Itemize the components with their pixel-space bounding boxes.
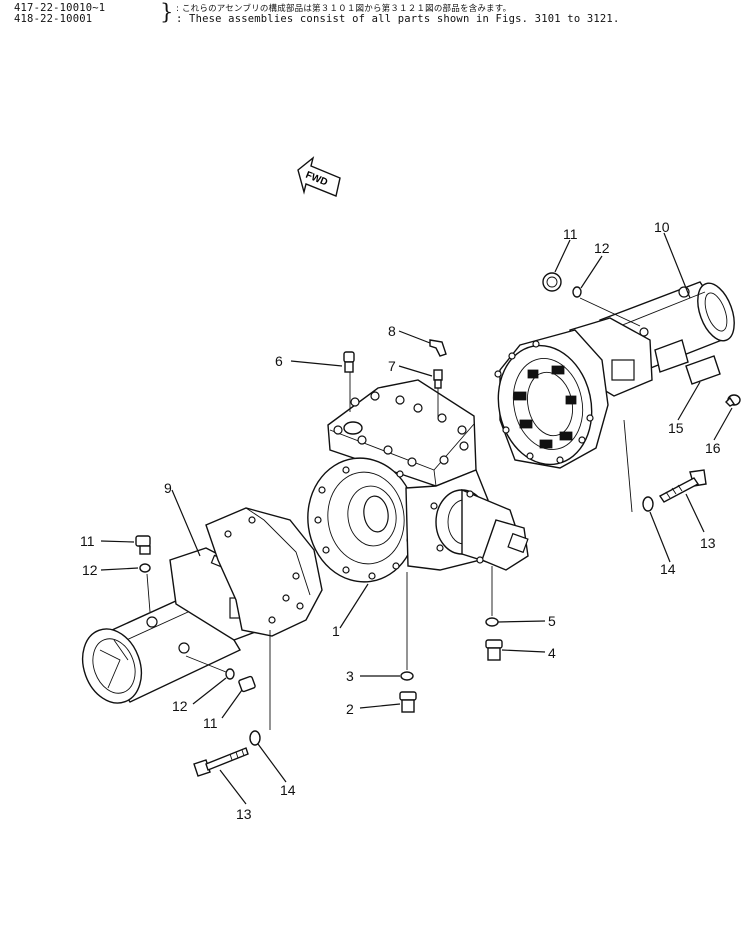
breather-6 — [343, 351, 355, 373]
o-ring-12-right — [572, 286, 582, 298]
callout-13-left: 13 — [236, 806, 252, 822]
right-axle-housing — [494, 281, 735, 469]
callout-2: 2 — [346, 701, 354, 717]
callout-11-right: 11 — [563, 226, 578, 242]
bolt-13-left — [193, 747, 249, 777]
callout-12-left-top: 12 — [82, 562, 98, 578]
callout-11-left-bottom: 11 — [203, 715, 218, 731]
callout-5: 5 — [548, 613, 556, 629]
header: 417-22-10010~1 418-22-10001 } : これらのアセンブ… — [14, 0, 734, 26]
brace-symbol: } — [160, 0, 174, 24]
callout-7: 7 — [388, 358, 396, 374]
elbow-8 — [429, 339, 447, 357]
bolt-16 — [725, 394, 741, 407]
callout-3: 3 — [346, 668, 354, 684]
callout-1: 1 — [332, 623, 340, 639]
bolt-13-right — [658, 469, 707, 503]
callout-9: 9 — [164, 480, 172, 496]
plug-4 — [485, 639, 503, 661]
plug-11-left-bottom — [238, 675, 256, 693]
o-ring-12-left-top — [139, 563, 151, 573]
plug-11-right — [542, 272, 562, 292]
callout-11-left-top: 11 — [80, 533, 95, 549]
callout-14-left: 14 — [280, 782, 296, 798]
callout-13-right: 13 — [700, 535, 716, 551]
washer-14-right — [642, 496, 654, 512]
callout-6: 6 — [275, 353, 283, 369]
plug-2 — [399, 691, 417, 713]
washer-14-left — [249, 730, 261, 746]
callout-4: 4 — [548, 645, 556, 661]
callout-16: 16 — [705, 440, 721, 456]
note-japanese: : これらのアセンブリの構成部品は第３１０１図から第３１２１図の部品を含みます。 — [176, 4, 512, 14]
callout-12-right: 12 — [594, 240, 610, 256]
fwd-arrow-icon: FWD — [297, 156, 341, 197]
note-english: : These assemblies consist of all parts … — [176, 13, 620, 25]
cover-plate-15 — [685, 355, 721, 385]
callout-labels: 1 2 3 4 5 6 7 8 9 10 11 11 11 12 12 12 1… — [80, 219, 721, 822]
callout-8: 8 — [388, 323, 396, 339]
callout-15: 15 — [668, 420, 684, 436]
callout-10: 10 — [654, 219, 670, 235]
fitting-7 — [433, 369, 443, 389]
leader-lines — [100, 232, 733, 805]
differential-carrier — [307, 379, 529, 583]
part-number-1: 417-22-10010~1 — [14, 2, 106, 14]
callout-12-left-bottom: 12 — [172, 698, 188, 714]
left-axle-housing — [81, 507, 323, 704]
o-ring-3 — [400, 671, 414, 681]
o-ring-12-left-bottom — [225, 668, 235, 680]
plug-11-left-top — [135, 535, 151, 555]
o-ring-5 — [485, 617, 499, 627]
callout-14-right: 14 — [660, 561, 676, 577]
alignment-lines — [146, 297, 641, 730]
part-number-2: 418-22-10001 — [14, 13, 93, 25]
